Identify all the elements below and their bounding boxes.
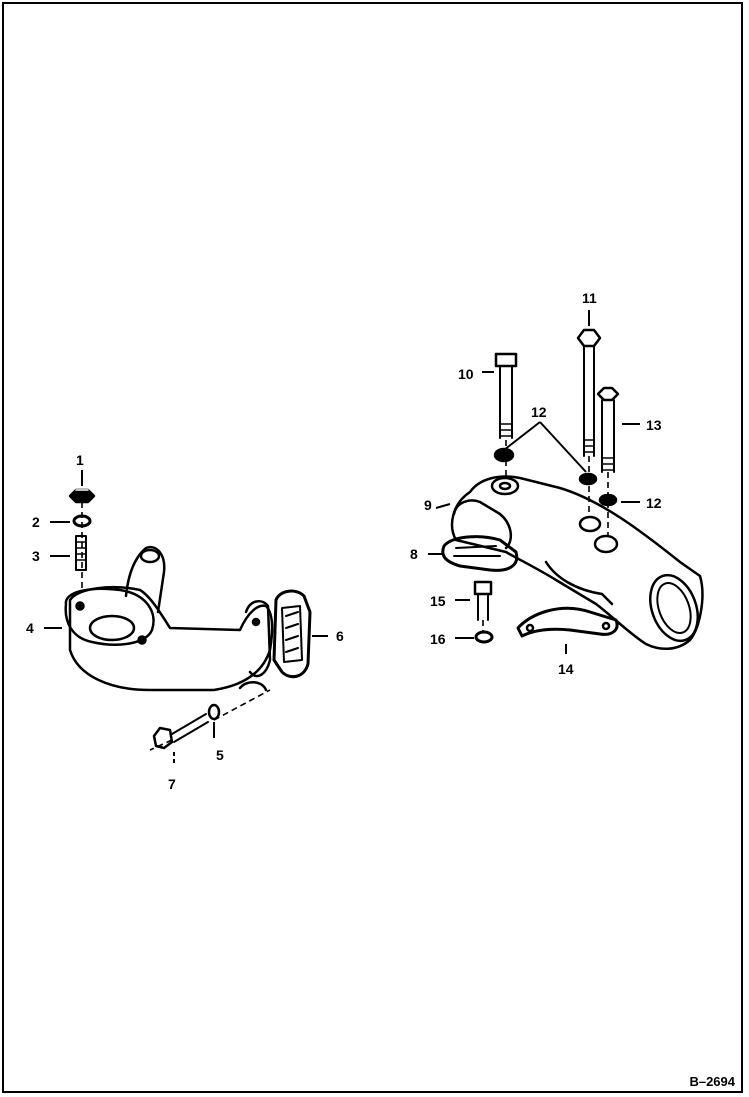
bolt-10 <box>494 352 518 439</box>
callout-4: 4 <box>26 620 34 636</box>
callout-12-right: 12 <box>646 495 662 511</box>
nut-1 <box>68 488 96 504</box>
washer-12a <box>493 447 515 463</box>
callout-2: 2 <box>32 514 40 530</box>
washer-12b <box>578 472 598 486</box>
callout-13: 13 <box>646 417 662 433</box>
bolt-7 <box>152 713 209 750</box>
callout-15: 15 <box>430 593 446 609</box>
bolt-15 <box>473 580 493 621</box>
bolt-11 <box>576 328 602 457</box>
left-manifold <box>64 545 274 692</box>
callout-7: 7 <box>168 776 176 792</box>
washer-16 <box>474 630 494 644</box>
bolt-13 <box>596 386 620 473</box>
washer-5 <box>207 703 221 721</box>
callout-5: 5 <box>216 747 224 763</box>
callout-3: 3 <box>32 548 40 564</box>
callout-10: 10 <box>458 366 474 382</box>
callout-labels: 1 2 3 4 5 6 7 8 9 10 11 12 12 13 14 15 1… <box>26 290 662 792</box>
callout-14: 14 <box>558 661 574 677</box>
gasket-6 <box>272 589 312 679</box>
gasket-14 <box>516 606 619 638</box>
callout-6: 6 <box>336 628 344 644</box>
callout-9: 9 <box>424 497 432 513</box>
figure-number: B–2694 <box>689 1074 735 1089</box>
center-lines <box>81 440 609 751</box>
callout-16: 16 <box>430 631 446 647</box>
callout-1: 1 <box>76 452 84 468</box>
callout-12-upper: 12 <box>531 404 547 420</box>
callout-8: 8 <box>410 546 418 562</box>
leader-lines <box>44 310 640 766</box>
stud-3 <box>75 535 87 571</box>
callout-11: 11 <box>582 290 597 306</box>
right-manifold <box>450 475 704 650</box>
gasket-8 <box>441 535 519 572</box>
